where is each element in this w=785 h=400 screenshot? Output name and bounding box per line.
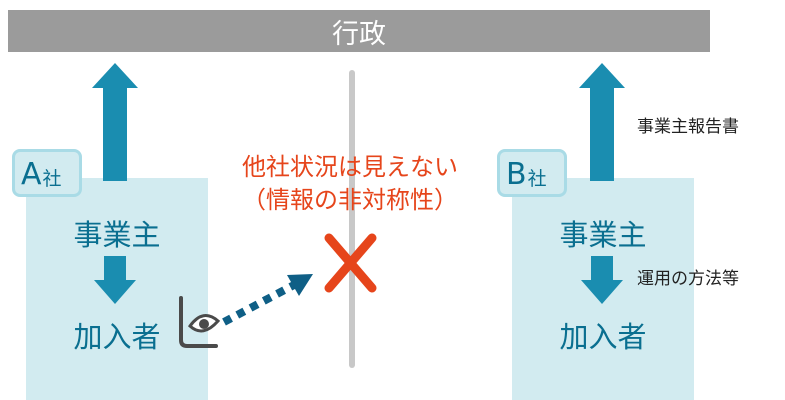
caption-line-1: 他社状況は見えない (242, 153, 458, 181)
company-b-letter: B (506, 157, 527, 192)
government-title: 行政 (332, 18, 386, 50)
company-a-employer: 事業主 (73, 218, 161, 252)
company-a-suffix: 社 (42, 168, 62, 190)
diagram-graphics (92, 63, 625, 348)
dotted-arrow-icon (222, 274, 313, 326)
down-arrow-icon (581, 256, 623, 304)
company-a-member: 加入者 (73, 320, 161, 354)
cross-icon (324, 233, 377, 293)
company-b-suffix: 社 (527, 168, 547, 190)
company-a-letter: A (21, 157, 42, 192)
caption-line-2: （情報の非対称性） (242, 186, 458, 214)
government-banner: 行政 (8, 10, 710, 52)
operation-label: 運用の方法等 (637, 269, 739, 289)
eye-icon (179, 296, 221, 348)
company-b-member: 加入者 (559, 320, 647, 354)
report-label: 事業主報告書 (637, 117, 739, 137)
up-arrow-icon (579, 63, 625, 181)
up-arrow-icon (92, 63, 138, 181)
divider-line (349, 70, 355, 368)
company-b-employer: 事業主 (559, 218, 647, 252)
down-arrow-icon (94, 256, 136, 304)
